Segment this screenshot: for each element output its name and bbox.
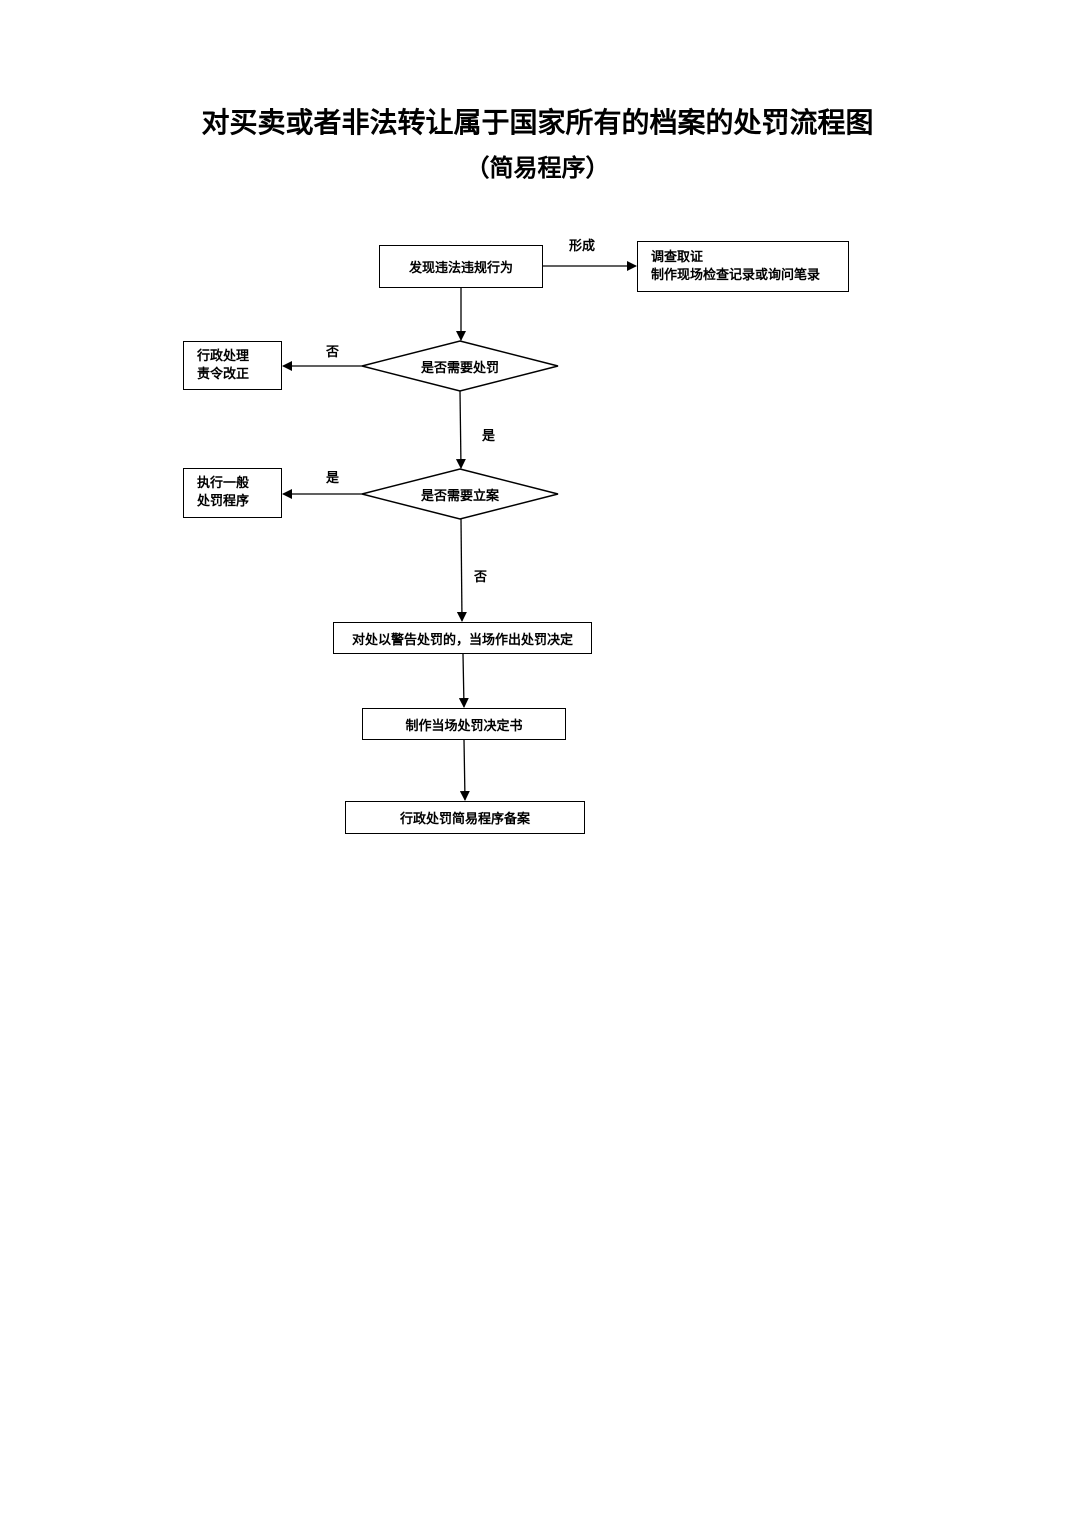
edge-label-form: 形成	[569, 239, 596, 254]
decision-case-label: 是否需要立案	[420, 489, 499, 504]
decision-penalty-label: 是否需要处罚	[420, 361, 499, 376]
node-admin-handling: 行政处理 责令改正	[183, 341, 282, 390]
node-label: 行政处罚简易程序备案	[399, 812, 530, 827]
diagram-subtitle: （简易程序）	[465, 154, 610, 182]
node-general-procedure: 执行一般 处罚程序	[183, 468, 282, 518]
edge-label-no-penalty: 否	[326, 345, 340, 360]
edge-label-no-case: 否	[474, 570, 488, 585]
diagram-title: 对买卖或者非法转让属于国家所有的档案的处罚流程图	[201, 106, 874, 139]
arrow-decision-to-document	[458, 653, 469, 708]
node-investigate: 调查取证 制作现场检查记录或询问笔录	[637, 241, 849, 292]
node-label-line1: 行政处理	[197, 348, 250, 364]
decision-diamond-case	[361, 468, 559, 520]
node-label: 制作当场处罚决定书	[405, 718, 523, 734]
node-discover-violation: 发现违法违规行为	[379, 245, 543, 288]
edge-label-yes-case: 是	[326, 471, 340, 486]
node-archive: 行政处罚简易程序备案	[345, 801, 585, 834]
node-label-line2: 制作现场检查记录或询问笔录	[651, 267, 821, 283]
node-label-line1: 调查取证	[651, 249, 704, 265]
node-make-decision-document: 制作当场处罚决定书	[362, 708, 566, 740]
node-onsite-decision: 对处以警告处罚的，当场作出处罚决定	[333, 622, 592, 654]
node-label-line2: 责令改正	[197, 366, 250, 382]
node-label-line2: 处罚程序	[197, 494, 250, 509]
arrow-case-no	[456, 518, 467, 622]
node-label: 对处以警告处罚的，当场作出处罚决定	[351, 632, 573, 648]
edge-label-yes-penalty: 是	[482, 429, 496, 444]
arrow-penalty-yes	[455, 390, 466, 469]
arrow-document-to-archive	[459, 739, 470, 801]
node-label-line1: 执行一般	[197, 476, 250, 491]
node-label: 发现违法违规行为	[408, 261, 513, 276]
